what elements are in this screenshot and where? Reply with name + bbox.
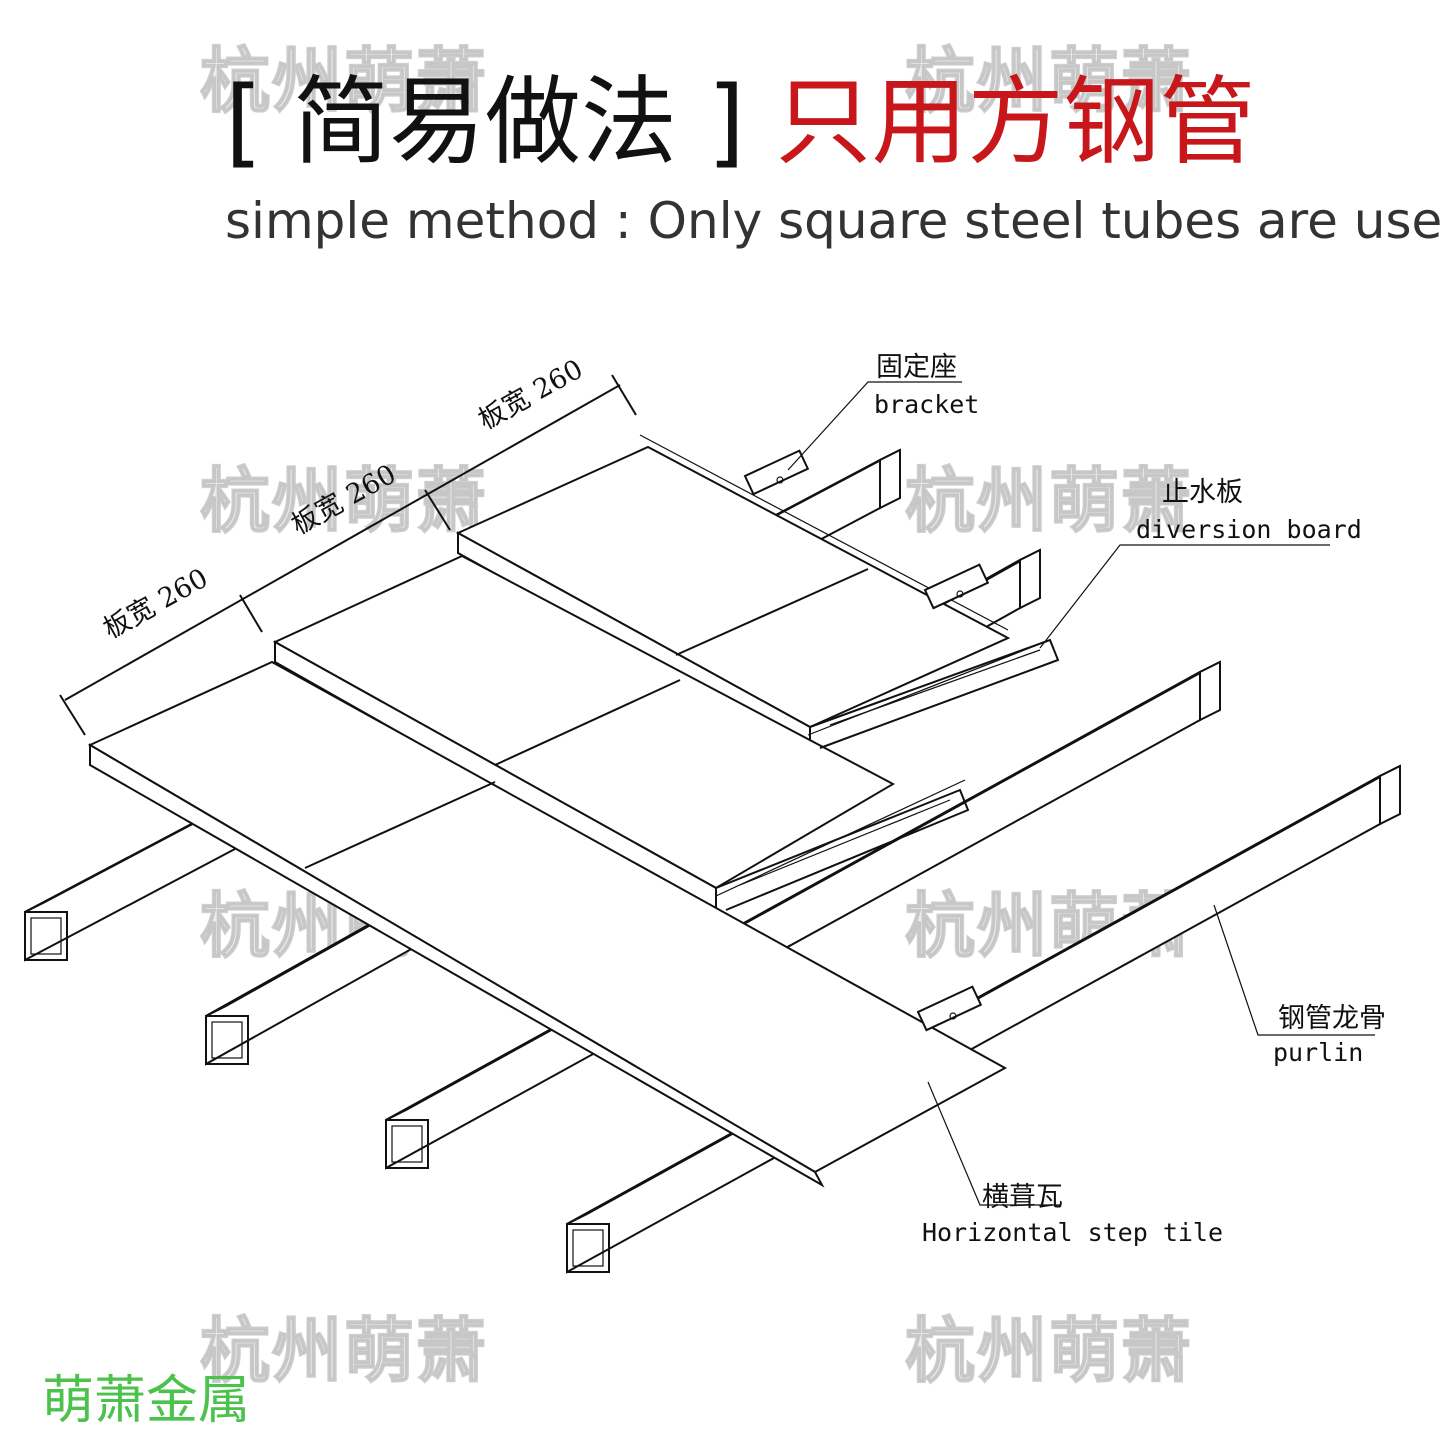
bracket-icon bbox=[916, 985, 983, 1032]
watermark: 杭州萌萧 bbox=[199, 1309, 488, 1393]
bracket-label-en: bracket bbox=[874, 390, 980, 419]
step-tile-bottom bbox=[87, 660, 1008, 1188]
watermark: 杭州萌萧 bbox=[904, 1309, 1193, 1393]
bracket-icon bbox=[923, 563, 990, 610]
title-highlight: 只用方钢管 bbox=[775, 66, 1256, 178]
bracket-icon bbox=[743, 449, 810, 496]
dimension-lines bbox=[59, 374, 637, 736]
tile-label-en: Horizontal step tile bbox=[922, 1218, 1224, 1247]
brand-name: 萌萧金属 bbox=[42, 1371, 251, 1431]
bracket-label-cn: 固定座 bbox=[876, 352, 957, 383]
page-subtitle: simple method : Only square steel tubes … bbox=[225, 192, 1440, 250]
title-bracket-close: ] bbox=[707, 66, 745, 178]
diversion-label-en: diversion board bbox=[1136, 515, 1362, 544]
diversion-board bbox=[715, 638, 1060, 911]
watermark: 杭州萌萧 bbox=[904, 39, 1193, 123]
watermark: 杭州萌萧 bbox=[199, 39, 488, 123]
step-tiles bbox=[87, 434, 1051, 1188]
title-bracket-open: [ bbox=[225, 66, 263, 178]
tile-label-cn: 横葺瓦 bbox=[982, 1182, 1063, 1213]
purlin-label-en: purlin bbox=[1273, 1038, 1364, 1067]
watermark: 杭州萌萧 bbox=[199, 459, 488, 543]
diversion-label-cn: 止水板 bbox=[1162, 477, 1243, 508]
page-title: [ 简易做法 ] 只用方钢管 bbox=[225, 69, 1255, 176]
leader-lines bbox=[787, 381, 1375, 1206]
brackets bbox=[743, 449, 990, 1032]
title-method: 简易做法 bbox=[292, 66, 677, 178]
watermark: 杭州萌萧 bbox=[904, 459, 1193, 543]
purlin-label-cn: 钢管龙骨 bbox=[1278, 1003, 1386, 1034]
step-tile-middle bbox=[272, 554, 1051, 914]
